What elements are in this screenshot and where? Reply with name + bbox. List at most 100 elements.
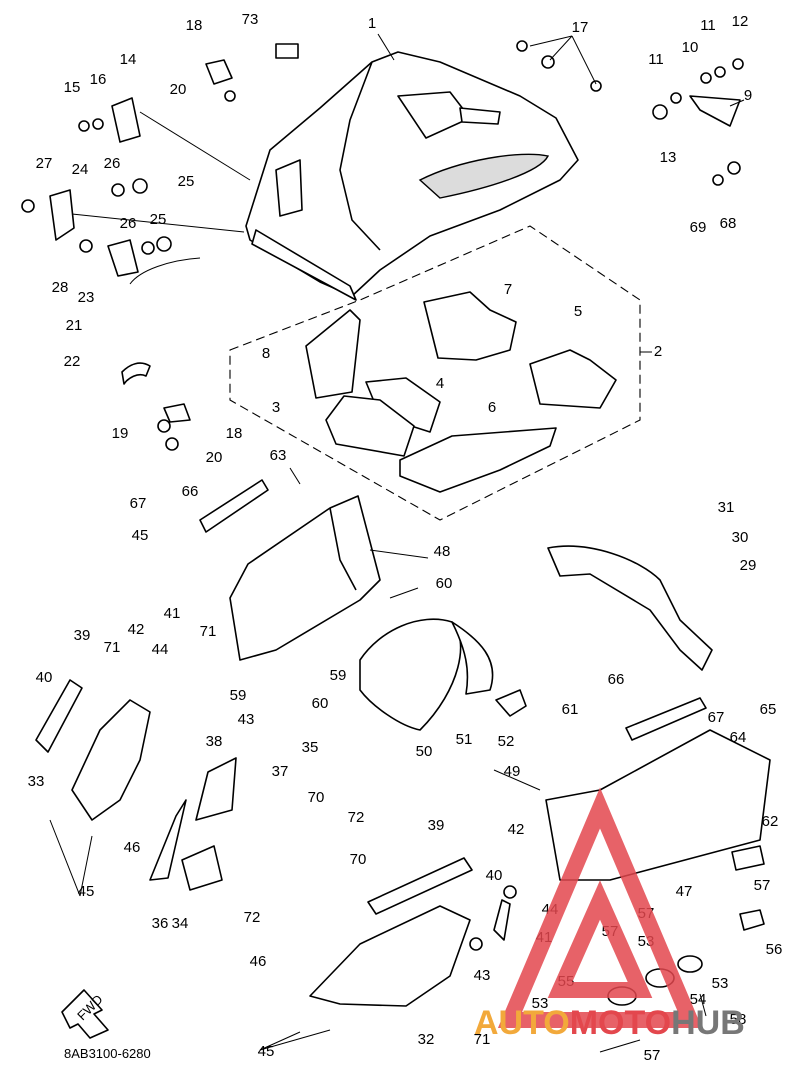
bottom-cowl-32 [309,905,471,1007]
callout-15: 15 [64,79,81,96]
stay-41-lower [493,899,511,941]
callout-61: 61 [562,701,579,718]
callout-57: 57 [754,877,771,894]
callout-5: 5 [574,303,582,320]
callout-60: 60 [436,575,453,592]
callout-26: 26 [104,155,121,172]
callout-45: 45 [132,527,149,544]
callout-69: 69 [690,219,707,236]
watermark-hub: HUB [671,1004,745,1042]
callout-43: 43 [238,711,255,728]
callout-46: 46 [250,953,267,970]
callout-24: 24 [72,161,89,178]
callout-70: 70 [308,789,325,806]
panel-51 [451,621,494,695]
callout-27: 27 [36,155,53,172]
left-lower-cowl-33 [71,699,151,821]
callout-6: 6 [488,399,496,416]
callout-59: 59 [330,667,347,684]
left-bracket-hardware [21,59,236,451]
callout-58: 58 [730,1011,747,1028]
callout-18: 18 [186,17,203,34]
callout-66: 66 [182,483,199,500]
pad-8 [305,309,361,399]
callout-40: 40 [36,669,53,686]
callout-35: 35 [302,739,319,756]
callout-71: 71 [474,1031,491,1048]
callout-43: 43 [474,967,491,984]
callout-56: 56 [766,941,783,958]
callout-4: 4 [436,375,444,392]
callout-51: 51 [456,731,473,748]
callout-60: 60 [312,695,329,712]
watermark-auto: AUTO [474,1004,570,1042]
right-bracket-hardware [275,40,744,186]
callout-52: 52 [498,733,515,750]
callout-11: 11 [648,51,664,68]
callout-34: 34 [172,915,189,932]
callout-49: 49 [504,763,521,780]
callout-71: 71 [200,623,217,640]
callout-20: 20 [206,449,223,466]
callout-10: 10 [682,39,699,56]
trim-39-lower [367,857,473,915]
bracket-bar-66-right [625,697,707,741]
automotohub-watermark: AUTOMOTOHUB [474,787,745,1042]
callout-14: 14 [120,51,137,68]
inner-panel-part [229,495,381,661]
callout-59: 59 [230,687,247,704]
forward-arrow-icon: FWD [61,989,109,1039]
callout-12: 12 [732,13,749,30]
callout-68: 68 [720,215,737,232]
callout-29: 29 [740,557,757,574]
callout-71: 71 [104,639,121,656]
callout-28: 28 [52,279,69,296]
callout-13: 13 [660,149,677,166]
diagram-code: 8AB3100-6280 [64,1046,151,1061]
kit-boundary-line [229,225,641,521]
callout-53: 53 [532,995,549,1012]
callout-65: 65 [760,701,777,718]
callout-57: 57 [644,1047,661,1064]
bracket-bar-66 [199,479,269,533]
callout-26: 26 [120,215,137,232]
insulation-pads-group [305,291,617,493]
pad-6 [399,427,557,493]
watermark-moto: MOTO [570,1004,671,1042]
callout-67: 67 [708,709,725,726]
callout-72: 72 [348,809,365,826]
callout-73: 73 [242,11,259,28]
callout-2: 2 [654,343,662,360]
frame-stay-part [547,545,713,671]
callout-23: 23 [78,289,95,306]
callout-38: 38 [206,733,223,750]
leader-lines [49,33,745,1053]
callout-53: 53 [712,975,729,992]
callout-63: 63 [270,447,287,464]
trim-39 [35,679,83,753]
callout-33: 33 [28,773,45,790]
callout-70: 70 [350,851,367,868]
front-cowl-part [245,51,579,301]
callout-41: 41 [164,605,181,622]
pad-5 [529,349,617,409]
callout-25: 25 [150,211,167,228]
callout-62: 62 [762,813,779,830]
callout-54: 54 [690,991,707,1008]
callout-7: 7 [504,281,512,298]
callout-18: 18 [226,425,243,442]
callout-16: 16 [90,71,107,88]
callout-46: 46 [124,839,141,856]
callout-44: 44 [152,641,169,658]
callout-19: 19 [112,425,129,442]
panel-37 [195,757,237,821]
callout-32: 32 [418,1031,435,1048]
panel-36 [149,799,187,881]
callout-39: 39 [428,817,445,834]
svg-text:AUTOMOTOHUB: AUTOMOTOHUB [474,1004,745,1042]
callout-47: 47 [676,883,693,900]
panel-50 [359,618,462,731]
callout-39: 39 [74,627,91,644]
callout-72: 72 [244,909,261,926]
